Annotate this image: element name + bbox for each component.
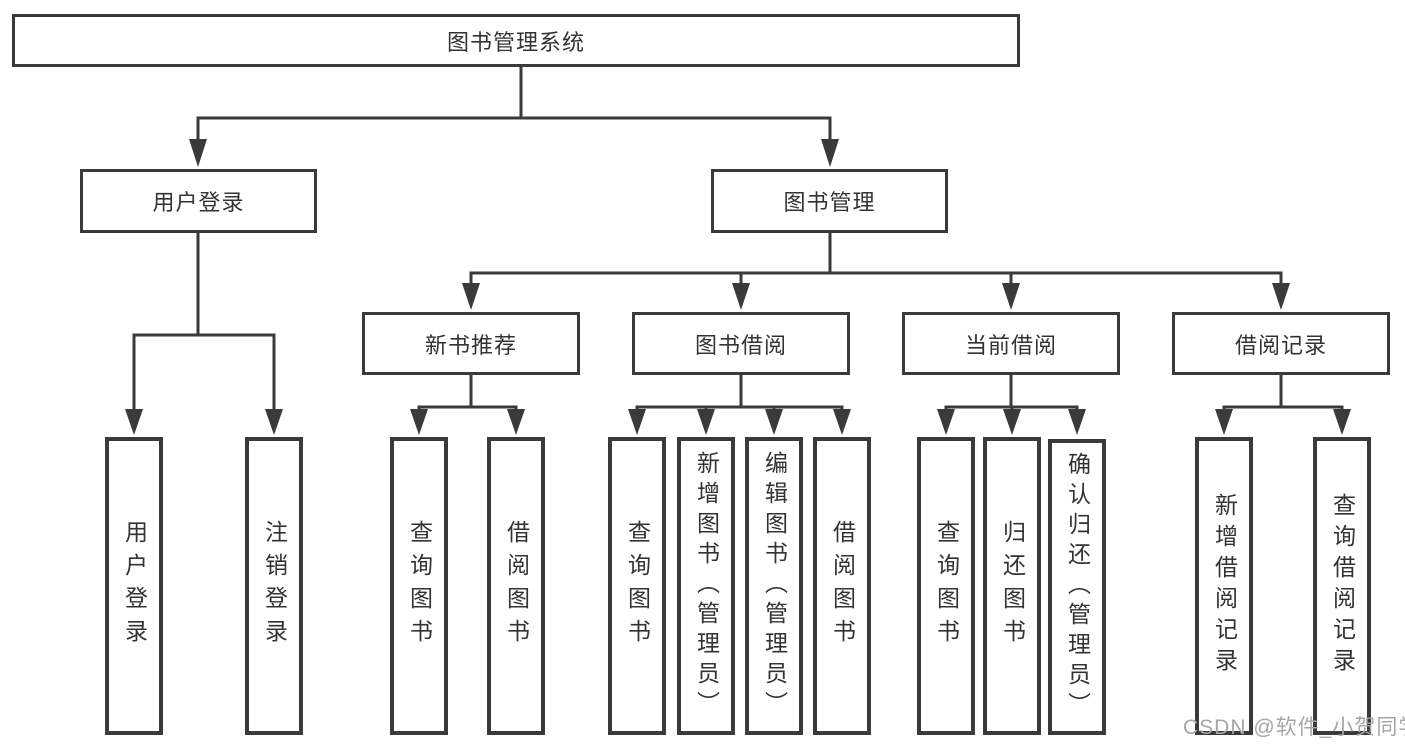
arrow-down-icon bbox=[462, 283, 480, 310]
arrow-down-icon bbox=[1272, 283, 1290, 310]
arrow-down-icon bbox=[189, 139, 207, 167]
arrow-down-icon bbox=[507, 409, 525, 435]
arrow-down-icon bbox=[732, 283, 750, 310]
leaf-current-query-books: 查询图书 bbox=[917, 437, 975, 735]
node-new-books: 新书推荐 bbox=[362, 312, 580, 375]
node-borrow-records: 借阅记录 bbox=[1172, 312, 1390, 375]
leaf-query-borrow-record: 查询借阅记录 bbox=[1313, 437, 1371, 735]
arrowheads bbox=[125, 139, 1351, 435]
arrow-down-icon bbox=[1003, 409, 1021, 435]
connector-current-borrow-branch bbox=[944, 375, 1079, 411]
arrow-down-icon bbox=[1068, 409, 1086, 435]
connector-book-borrow-branch bbox=[635, 375, 844, 411]
connector-borrow-records-branch bbox=[1222, 375, 1344, 411]
arrow-down-icon bbox=[628, 409, 646, 435]
leaf-borrow-borrow-books: 借阅图书 bbox=[813, 437, 871, 735]
arrow-down-icon bbox=[1002, 283, 1020, 310]
connector-new-books-branch bbox=[417, 375, 518, 411]
leaf-add-borrow-record: 新增借阅记录 bbox=[1195, 437, 1253, 735]
leaf-confirm-return-admin: 确认归还（管理员） bbox=[1048, 439, 1106, 735]
leaf-logout: 注销登录 bbox=[245, 437, 303, 735]
csdn-watermark: CSDN @软件_小贺同学 bbox=[1183, 716, 1405, 739]
leaf-user-login: 用户登录 bbox=[105, 437, 163, 735]
leaf-add-books-admin: 新增图书（管理员） bbox=[677, 437, 735, 735]
arrow-down-icon bbox=[265, 409, 283, 435]
node-book-mgmt: 图书管理 bbox=[711, 169, 948, 233]
leaf-edit-books-admin: 编辑图书（管理员） bbox=[745, 437, 803, 735]
connector-root-to-level2 bbox=[196, 67, 832, 141]
node-book-borrow: 图书借阅 bbox=[632, 312, 850, 375]
arrow-down-icon bbox=[765, 409, 783, 435]
node-root: 图书管理系统 bbox=[12, 14, 1020, 67]
arrow-down-icon bbox=[1215, 409, 1233, 435]
arrow-down-icon bbox=[410, 409, 428, 435]
arrow-down-icon bbox=[125, 409, 143, 435]
leaf-return-books: 归还图书 bbox=[983, 437, 1041, 735]
arrow-down-icon bbox=[697, 409, 715, 435]
arrow-down-icon bbox=[821, 139, 839, 167]
arrow-down-icon bbox=[833, 409, 851, 435]
connector-book-mgmt-branch bbox=[469, 233, 1283, 283]
arrow-down-icon bbox=[937, 409, 955, 435]
leaf-newbooks-query-books: 查询图书 bbox=[390, 437, 448, 735]
arrow-down-icon bbox=[1333, 409, 1351, 435]
node-current-borrow: 当前借阅 bbox=[902, 312, 1120, 375]
node-user-login: 用户登录 bbox=[80, 169, 317, 233]
leaf-borrow-query-books: 查询图书 bbox=[608, 437, 666, 735]
leaf-newbooks-borrow-books: 借阅图书 bbox=[487, 437, 545, 735]
connector-user-login-branch bbox=[132, 233, 276, 411]
